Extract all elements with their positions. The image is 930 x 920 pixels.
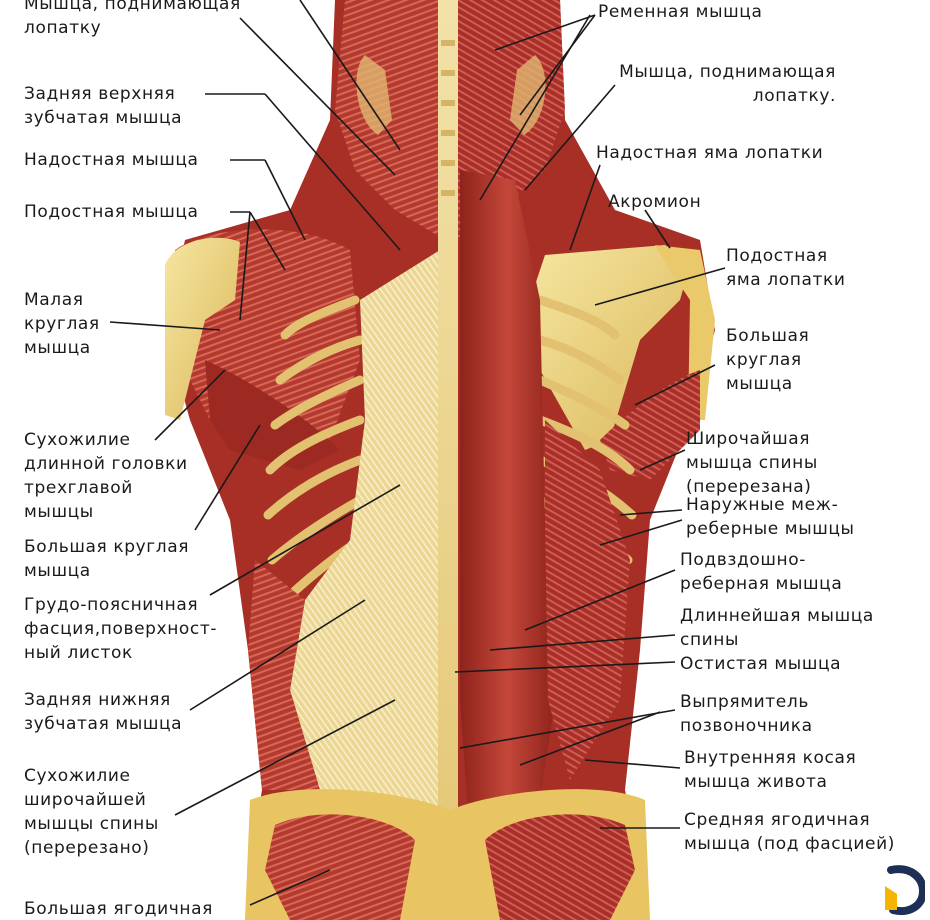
right-scapula (530, 245, 690, 450)
lower-left-muscles (248, 560, 320, 790)
ear-right (510, 55, 546, 135)
thoracolumbar-fascia-shape (290, 250, 445, 840)
label-acromion: Акромион (608, 192, 702, 212)
leader-lines (109, 0, 726, 906)
label-external-intercostals: Наружные меж-реберные мышцы (686, 495, 855, 539)
label-gluteus-maximus: Большая ягодичная (24, 899, 213, 919)
right-teres-major (600, 370, 700, 480)
label-splenius: Ременная мышца (598, 2, 763, 22)
iliocostalis-shape (545, 420, 630, 780)
ear-left (356, 55, 392, 135)
label-supraspinatus: Надостная мышца (24, 150, 199, 170)
vertebrae (441, 40, 455, 196)
label-infraspinatus: Подостная мышца (24, 202, 199, 222)
spine (438, 0, 458, 860)
brand-logo-icon (885, 865, 925, 915)
erector-spinae-shape (460, 170, 555, 840)
gluteus-right (485, 814, 635, 920)
label-supraspinous-fossa: Надостная яма лопатки (596, 143, 824, 163)
gluteus-left (265, 814, 415, 920)
label-spinalis: Остистая мышца (680, 654, 842, 674)
label-iliocostalis: Подвздошно-реберная мышца (680, 550, 843, 594)
